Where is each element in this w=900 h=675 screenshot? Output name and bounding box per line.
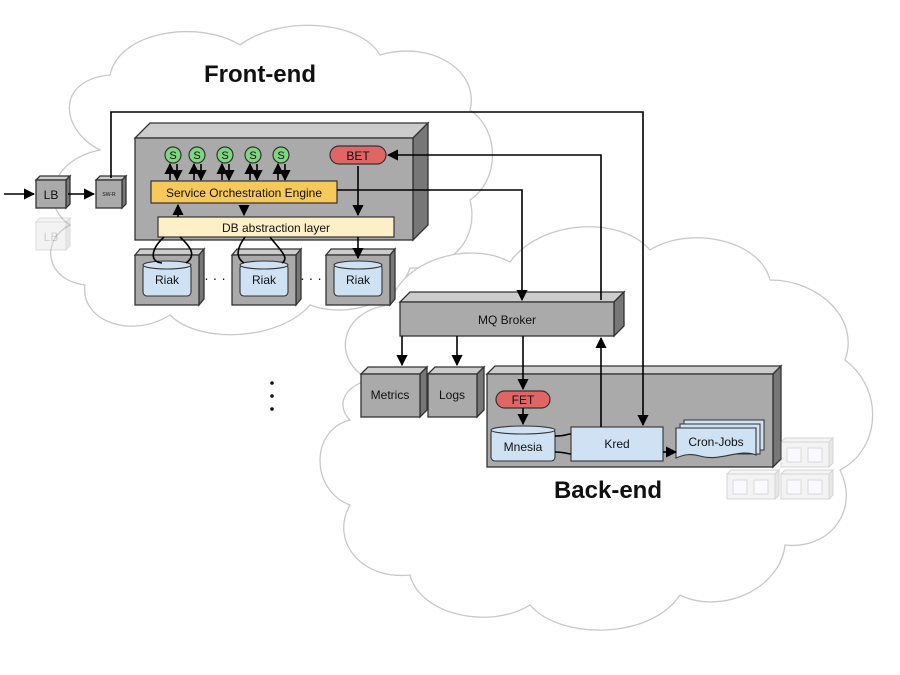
fet-label: FET xyxy=(512,393,535,407)
bet-token: BET xyxy=(329,145,387,165)
riak-node: Riak xyxy=(324,247,397,307)
mnesia-db: Mnesia xyxy=(490,425,556,462)
metrics-label: Metrics xyxy=(371,388,410,402)
soe-label: Service Orchestration Engine xyxy=(166,186,322,200)
sw-router: SW-R xyxy=(94,174,128,210)
service-worker: S xyxy=(188,146,206,164)
svg-text:S: S xyxy=(193,150,200,162)
load-balancer-standby: LB xyxy=(34,216,72,252)
sw-router-label: SW-R xyxy=(102,192,116,198)
logs-label: Logs xyxy=(439,388,465,402)
service-orchestration-engine: Service Orchestration Engine xyxy=(150,180,338,204)
mq-broker: MQ Broker xyxy=(398,290,626,338)
back-end-title: Back-end xyxy=(554,477,662,504)
fet-token: FET xyxy=(495,390,551,409)
service-worker: S xyxy=(244,146,262,164)
front-end-title: Front-end xyxy=(204,61,316,88)
riak-label: Riak xyxy=(252,273,277,287)
lb-label: LB xyxy=(44,188,59,202)
logs-service: Logs xyxy=(426,365,486,419)
riak-label: Riak xyxy=(155,273,180,287)
riak-ellipsis: · · · xyxy=(300,270,322,286)
mnesia-label: Mnesia xyxy=(504,440,543,454)
svg-text:S: S xyxy=(249,150,256,162)
additional-backend-nodes xyxy=(725,436,835,501)
db-layer-label: DB abstraction layer xyxy=(222,221,330,235)
riak-ellipsis: · · · xyxy=(204,270,226,286)
kred-service: Kred xyxy=(570,426,664,462)
bet-label: BET xyxy=(346,149,370,163)
cron-jobs: Cron-Jobs xyxy=(675,419,765,459)
svg-text:S: S xyxy=(169,150,176,162)
svg-text:S: S xyxy=(221,150,228,162)
service-worker: S xyxy=(216,146,234,164)
service-worker: S xyxy=(164,146,182,164)
metrics-service: Metrics xyxy=(359,365,429,419)
service-worker: S xyxy=(272,146,290,164)
service-links xyxy=(164,162,291,182)
svg-text:S: S xyxy=(277,150,284,162)
riak-node: Riak xyxy=(133,247,206,307)
kred-label: Kred xyxy=(604,437,629,451)
more-frontends-ellipsis xyxy=(270,381,274,411)
lb-standby-label: LB xyxy=(44,230,59,244)
db-abstraction-layer: DB abstraction layer xyxy=(157,216,395,238)
riak-node: Riak xyxy=(230,247,303,307)
load-balancer: LB xyxy=(34,174,72,210)
riak-label: Riak xyxy=(346,273,371,287)
cron-jobs-label: Cron-Jobs xyxy=(688,435,743,449)
mq-broker-label: MQ Broker xyxy=(478,313,536,327)
